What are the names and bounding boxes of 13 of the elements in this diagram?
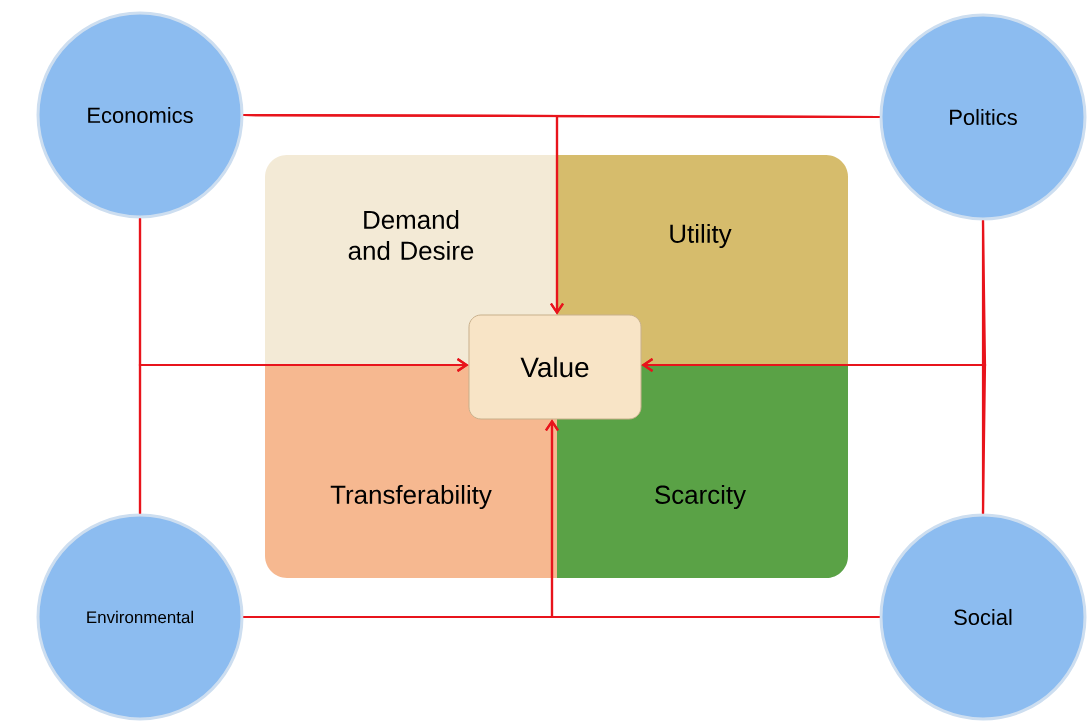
arrow: [545, 419, 880, 619]
arrow: [550, 114, 880, 315]
circle-node: Politics: [879, 13, 1087, 221]
quadrant-label: Utility: [670, 223, 732, 249]
value-box: Value: [468, 314, 642, 420]
circle-node: Social: [879, 513, 1087, 721]
arrow: [138, 358, 469, 514]
quadrant-label: Demand and Desire: [348, 210, 474, 260]
circle-node: Environmental: [36, 513, 244, 721]
arrow: [641, 358, 987, 514]
quadrant-label: Transferability: [330, 484, 492, 510]
quadrant-label: Scarcity: [655, 484, 746, 510]
circle-node: Economics: [36, 11, 244, 219]
